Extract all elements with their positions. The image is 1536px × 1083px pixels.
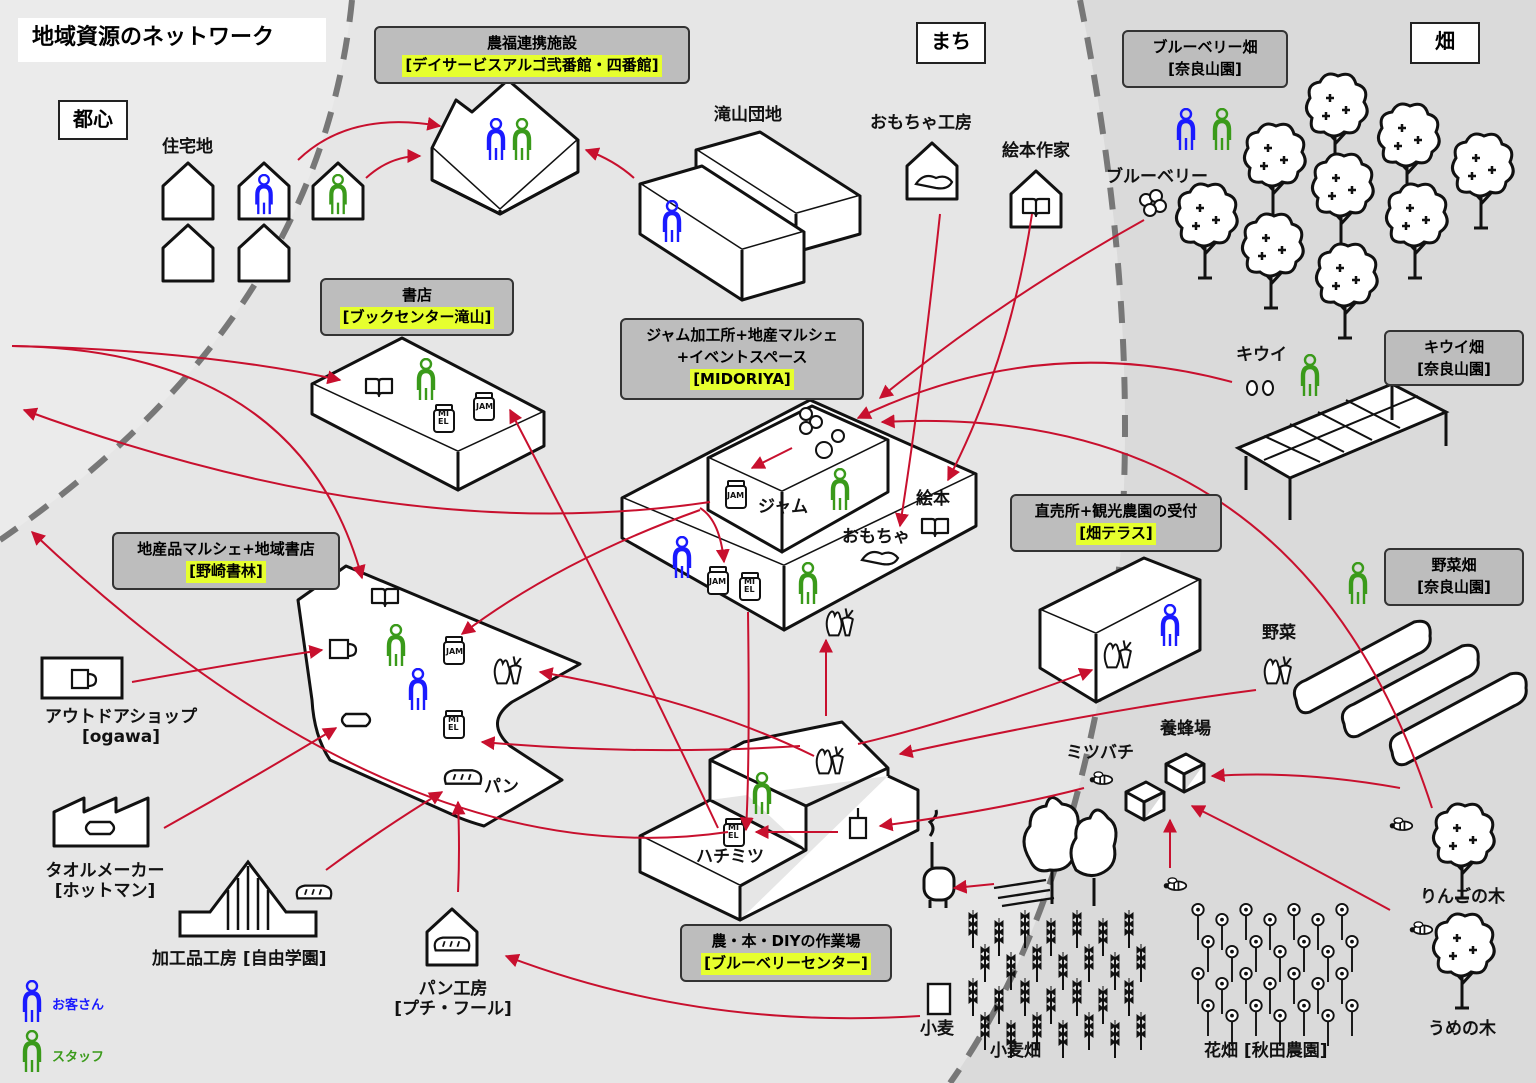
label-jutaku: 住宅地 <box>162 137 213 157</box>
zone-label-hatake: 畑 <box>1410 22 1480 64</box>
nozaki-name: [野崎書林] <box>186 560 266 583</box>
label-hana-field: 花畑 [秋田農園] <box>1204 1041 1328 1061</box>
outdoor-name: [ogawa] <box>81 726 161 747</box>
apiary-boxes <box>1124 752 1206 822</box>
label-kiwi: キウイ <box>1236 345 1287 365</box>
kiwi-field-title: キウイ畑 <box>1423 338 1484 356</box>
label-yasai: 野菜 <box>1262 623 1296 643</box>
kakouhin-building <box>178 859 318 938</box>
callout-chokubai: 直売所+観光農園の受付 [畑テラス] <box>1010 494 1222 552</box>
blueberry-field-title: ブルーベリー畑 <box>1152 38 1258 56</box>
label-outdoor: アウトドアショップ [ogawa] <box>36 707 206 747</box>
noufuku-name: [デイサービスアルゴ弐番館・四番館] <box>402 54 662 77</box>
inner-pan: パン <box>484 777 519 797</box>
towel-title: タオルメーカー <box>45 861 165 881</box>
inner-hachimitsu: ハチミツ <box>696 847 764 867</box>
label-ume: うめの木 <box>1428 1019 1496 1039</box>
callout-kiwi-field: キウイ畑 [奈良山園] <box>1384 330 1524 386</box>
toy-icon <box>914 174 954 190</box>
jar-label-nozaki: JAM <box>446 647 464 656</box>
callout-midoriya: ジャム加工所+地産マルシェ +イベントスペース [MIDORIYA] <box>620 318 864 400</box>
flour-bag <box>926 982 952 1016</box>
chokubai-name: [畑テラス] <box>1076 522 1156 545</box>
callout-nozaki: 地産品マルシェ+地域書店 [野崎書林] <box>112 532 340 590</box>
zone-label-toshin: 都心 <box>58 100 128 140</box>
legend-customer: お客さん <box>52 998 105 1013</box>
shoten-building <box>310 336 546 492</box>
jar-label-shoten: JAM <box>476 402 494 411</box>
zone-label-machi: まち <box>916 22 986 64</box>
callout-shoten: 書店 [ブックセンター滝山] <box>320 278 514 336</box>
blueberry-field-name: [奈良山園] <box>1168 59 1242 78</box>
callout-yasai-field: 野菜畑 [奈良山園] <box>1384 548 1524 606</box>
legend-staff: スタッフ <box>52 1050 105 1065</box>
inner-ehon: 絵本 <box>916 489 950 509</box>
chokubai-title: 直売所+観光農園の受付 <box>1034 502 1198 520</box>
pan-koubou-title: パン工房 <box>418 979 488 999</box>
label-blueberry: ブルーベリー <box>1106 167 1208 187</box>
label-towel: タオルメーカー [ホットマン] <box>30 861 180 901</box>
wheat-bundle <box>993 878 1055 908</box>
jar-label-midoriya: JAM <box>709 577 727 586</box>
sagyouba-title: 農・本・DIYの作業場 <box>711 932 861 950</box>
label-omocha-koubou: おもちゃ工房 <box>870 113 972 133</box>
kiwi-field-name: [奈良山園] <box>1417 359 1491 378</box>
label-youhou: 養蜂場 <box>1160 719 1211 739</box>
label-pan-koubou: パン工房 [プチ・フール] <box>382 979 524 1019</box>
shoten-name: [ブックセンター滝山] <box>339 306 495 329</box>
map-title: 地域資源のネットワーク <box>18 18 326 62</box>
shoten-title: 書店 <box>401 286 432 304</box>
inner-omocha: おもちゃ <box>842 527 910 547</box>
outdoor-title: アウトドアショップ <box>44 707 198 727</box>
midoriya-name: [MIDORIYA] <box>690 368 794 391</box>
midoriya-title1: ジャム加工所+地産マルシェ <box>646 326 838 344</box>
callout-sagyouba: 農・本・DIYの作業場 [ブルーベリーセンター] <box>680 924 892 982</box>
midoriya-title2: +イベントスペース <box>676 347 808 366</box>
label-kakouhin: 加工品工房 [自由学園] <box>152 949 327 969</box>
label-takiyama-danchi: 滝山団地 <box>714 105 782 125</box>
pan-koubou-name: [プチ・フール] <box>394 998 512 1019</box>
label-ehon-sakka: 絵本作家 <box>1002 141 1070 161</box>
callout-noufuku: 農福連携施設 [デイサービスアルゴ弐番館・四番館] <box>374 26 690 84</box>
nozaki-title: 地産品マルシェ+地域書店 <box>137 540 315 558</box>
nozaki-floor <box>296 564 582 828</box>
callout-blueberry-field: ブルーベリー畑 [奈良山園] <box>1122 30 1288 88</box>
yasai-field-title: 野菜畑 <box>1431 556 1477 574</box>
label-komugi: 小麦 <box>920 1019 954 1039</box>
vegetable-rows <box>1292 619 1528 767</box>
forest-trees <box>1022 796 1118 906</box>
yasai-field-name: [奈良山園] <box>1417 577 1491 596</box>
jar-label-jam: JAM <box>727 491 745 500</box>
label-mitsubachi: ミツバチ <box>1066 743 1134 763</box>
label-komugi-field: 小麦畑 <box>990 1041 1041 1061</box>
flow-arrows <box>11 116 1433 1020</box>
inner-jam: ジャム <box>758 497 809 517</box>
sagyouba-name: [ブルーベリーセンター] <box>701 952 871 975</box>
danchi-blocks <box>638 130 862 302</box>
noufuku-title: 農福連携施設 <box>486 34 577 52</box>
towel-name: [ホットマン] <box>54 880 156 901</box>
label-ringo: りんごの木 <box>1420 887 1505 907</box>
kiwi-trellis <box>1234 382 1450 520</box>
